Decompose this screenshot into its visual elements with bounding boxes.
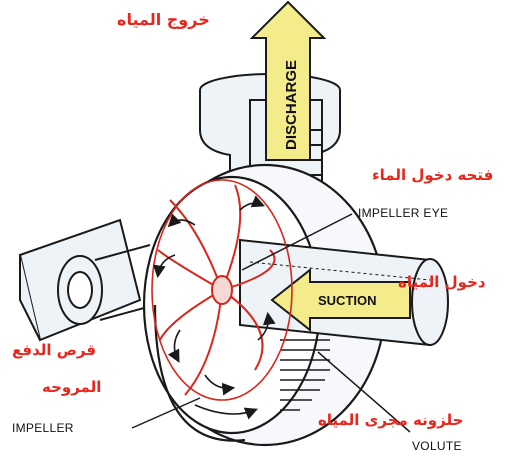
motor-mount [20, 220, 155, 340]
label-impeller-ar: المروحه [42, 378, 101, 396]
label-water-path-spiral: حلزونه مجرى المياه [318, 411, 463, 429]
suction-arrow-label: SUCTION [318, 293, 377, 308]
discharge-arrow-label: DISCHARGE [283, 60, 300, 150]
label-volute: VOLUTE [412, 439, 462, 453]
label-water-out: خروج المياه [117, 10, 210, 29]
label-water-inlet-opening: فتحه دخول الماء [372, 166, 493, 184]
label-water-in: دخول المياه [398, 273, 486, 291]
label-impeller-eye: IMPELLER EYE [358, 206, 448, 220]
label-thrust-disc: قرص الدفع [12, 341, 96, 359]
label-impeller: IMPELLER [12, 421, 74, 435]
